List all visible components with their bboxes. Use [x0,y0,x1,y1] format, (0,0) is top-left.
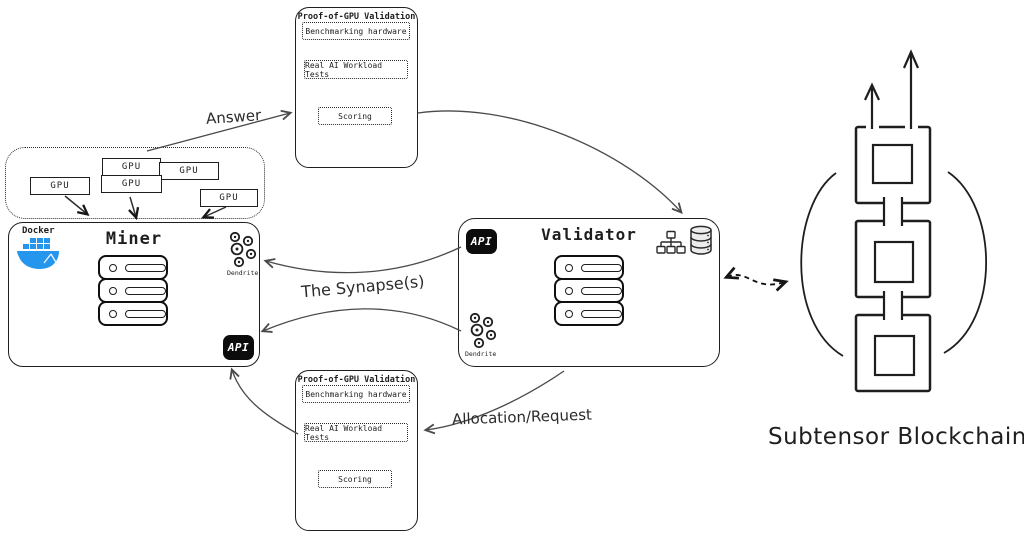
arrow-proof-to-validator [417,110,683,214]
proof-of-gpu-box-top: Proof-of-GPU Validation Benchmarking har… [295,7,418,168]
long-up-arrow [902,49,920,129]
step-benchmarking-hardware: Benchmarking hardware [302,22,410,40]
chain-link-1 [882,197,904,226]
network-tree-icon [656,230,686,254]
miner-box: Miner Docker Dendrite [8,222,260,367]
edge-label-synapse: The Synapse(s) [300,271,426,302]
server-led [565,286,573,295]
blockchain-illustration [800,49,988,393]
server-led [109,286,117,295]
block-3 [854,313,932,393]
server-slot [124,263,166,272]
server-slot [124,309,166,318]
miner-title: Miner [105,229,163,249]
proof-box-title: Proof-of-GPU Validation [297,12,416,22]
arrow-proof-to-miner [229,367,299,435]
server-slot [580,286,622,295]
arrow-synapse-bottom [260,308,462,333]
gpu-node: GPU [101,175,162,193]
edge-label-answer: Answer [205,106,262,128]
up-arrows [864,49,920,129]
docker-icon [17,238,59,269]
gpu-node: GPU [200,189,258,207]
server-led [565,263,573,272]
server-led [109,263,117,272]
miner-server-stack [98,255,168,326]
server-unit [554,255,624,280]
step-scoring: Scoring [318,107,392,125]
dendrite-label: Dendrite [227,269,259,277]
step-real-ai-workload-tests: Real AI Workload Tests [304,423,408,442]
blockchain-right-arc [943,171,988,354]
server-unit [554,301,624,326]
dendrite-icon [469,312,497,349]
arrow-validator-blockchain [723,266,789,292]
validator-box: Validator API [458,218,720,367]
database-icon [690,225,712,255]
step-scoring: Scoring [318,470,392,488]
step-real-ai-workload-tests: Real AI Workload Tests [304,60,408,79]
dendrite-label: Dendrite [465,350,497,358]
docker-label: Docker [22,226,55,236]
block-2 [854,219,932,299]
server-unit [98,278,168,303]
step-benchmarking-hardware: Benchmarking hardware [302,385,410,403]
validator-server-stack [554,255,624,326]
server-slot [580,309,622,318]
chain-link-2 [882,291,904,320]
server-slot [580,263,622,272]
server-unit [98,301,168,326]
block-1 [854,125,932,205]
server-led [565,309,573,318]
miner-api-badge: API [223,335,254,360]
server-unit [554,278,624,303]
server-unit [98,255,168,280]
gpu-node: GPU [159,162,219,180]
blockchain-left-arc [800,172,844,357]
gpu-node: GPU [102,158,161,176]
dendrite-icon [229,231,257,268]
arrow-synapse-top [263,246,462,274]
edge-label-allocation: Allocation/Request [451,405,593,429]
validator-api-badge: API [466,229,497,254]
gpu-node: GPU [30,177,90,195]
proof-box-title: Proof-of-GPU Validation [297,375,416,385]
short-up-arrow [864,82,880,129]
proof-of-gpu-box-bottom: Proof-of-GPU Validation Benchmarking har… [295,370,418,531]
subtensor-blockchain-label: Subtensor Blockchain [768,424,1024,450]
server-slot [124,286,166,295]
server-led [109,309,117,318]
validator-title: Validator [541,225,637,244]
